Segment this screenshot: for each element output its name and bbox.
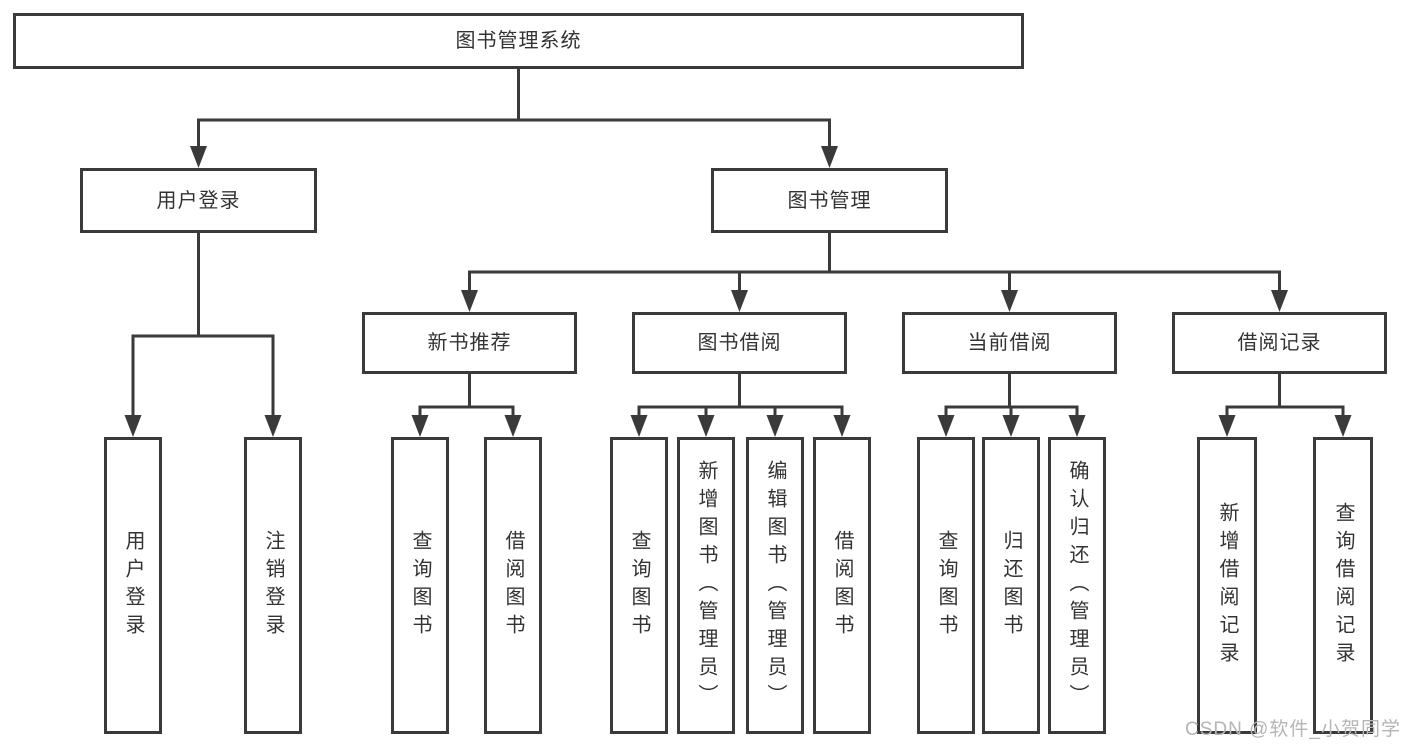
node-current-borrow-label: 当前借阅 (967, 332, 1052, 354)
leaf-borrow-books-label: 借阅图书 (831, 529, 853, 642)
leaf-confirm-return-admin-label: 确认归还（管理员） (1066, 459, 1088, 712)
leaf-query-books-borrow: 查询图书 (610, 437, 668, 734)
leaf-query-books-borrow-label: 查询图书 (628, 529, 650, 642)
node-book-borrow: 图书借阅 (632, 312, 847, 374)
leaf-return-books-label: 归还图书 (1000, 529, 1022, 642)
leaf-user-login: 用户登录 (104, 437, 162, 734)
leaf-borrow-books-recommend: 借阅图书 (484, 437, 542, 734)
leaf-borrow-books-recommend-label: 借阅图书 (502, 529, 524, 642)
node-user-login: 用户登录 (80, 168, 317, 233)
node-user-login-label: 用户登录 (156, 189, 241, 212)
arrow-down-icons (124, 146, 1352, 437)
leaf-query-books-recommend-label: 查询图书 (409, 529, 431, 642)
leaf-query-books-current-label: 查询图书 (935, 529, 957, 642)
node-root-label: 图书管理系统 (455, 30, 582, 52)
leaf-return-books: 归还图书 (982, 437, 1040, 734)
node-root: 图书管理系统 (13, 13, 1024, 69)
leaf-query-books-recommend: 查询图书 (391, 437, 449, 734)
node-book-management-label: 图书管理 (787, 189, 872, 212)
leaf-logout-label: 注销登录 (262, 529, 284, 642)
node-new-book-recommend-label: 新书推荐 (427, 332, 512, 354)
csdn-watermark: CSDN @软件_小贺同学 (1185, 719, 1401, 740)
node-book-management: 图书管理 (711, 168, 948, 233)
leaf-add-books-admin: 新增图书（管理员） (677, 437, 735, 734)
node-new-book-recommend: 新书推荐 (362, 312, 577, 374)
node-borrow-records: 借阅记录 (1172, 312, 1387, 374)
node-current-borrow: 当前借阅 (902, 312, 1117, 374)
leaf-query-books-current: 查询图书 (917, 437, 975, 734)
leaf-add-books-admin-label: 新增图书（管理员） (695, 459, 717, 712)
leaf-add-borrow-record-label: 新增借阅记录 (1216, 501, 1238, 670)
leaf-edit-books-admin: 编辑图书（管理员） (746, 437, 804, 734)
leaf-logout: 注销登录 (244, 437, 302, 734)
leaf-confirm-return-admin: 确认归还（管理员） (1048, 437, 1106, 734)
leaf-query-borrow-record: 查询借阅记录 (1313, 437, 1373, 734)
leaf-add-borrow-record: 新增借阅记录 (1197, 437, 1257, 734)
node-borrow-records-label: 借阅记录 (1237, 332, 1322, 354)
leaf-edit-books-admin-label: 编辑图书（管理员） (764, 459, 786, 712)
node-book-borrow-label: 图书借阅 (697, 332, 782, 354)
leaf-user-login-label: 用户登录 (122, 529, 144, 642)
leaf-query-borrow-record-label: 查询借阅记录 (1332, 501, 1354, 670)
leaf-borrow-books: 借阅图书 (813, 437, 871, 734)
